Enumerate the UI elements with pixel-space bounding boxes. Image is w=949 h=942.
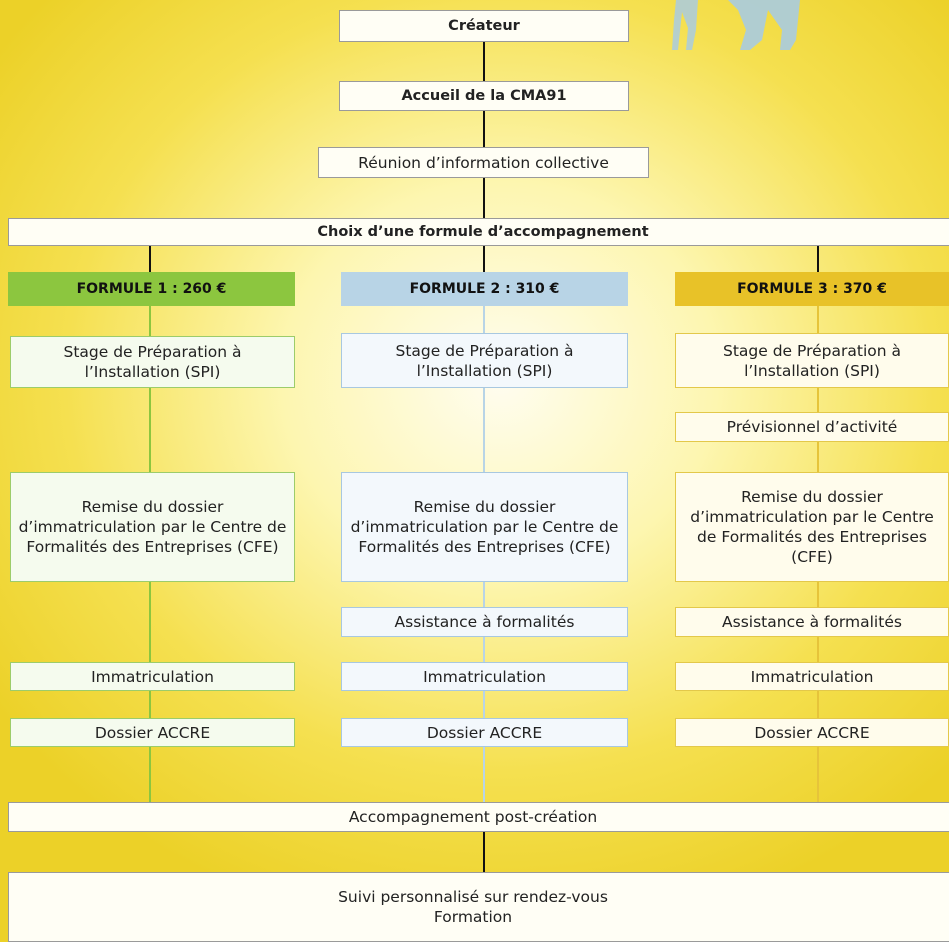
- formule2-header: FORMULE 2 : 310 €: [341, 272, 628, 306]
- formule1-header: FORMULE 1 : 260 €: [8, 272, 295, 306]
- formule2-immatriculation-label: Immatriculation: [423, 667, 546, 686]
- createur-label: Créateur: [448, 18, 520, 34]
- formule3-accre-label: Dossier ACCRE: [754, 723, 870, 742]
- choix-box: Choix d’une formule d’accompagnement: [8, 218, 949, 246]
- formule3-accre: Dossier ACCRE: [675, 718, 949, 747]
- formule3-previsionnel-label: Prévisionnel d’activité: [726, 418, 898, 436]
- formule2-accre-label: Dossier ACCRE: [426, 723, 543, 742]
- connector-accueil-reunion: [483, 111, 485, 147]
- suivi-line1: Suivi personnalisé sur rendez-vous: [338, 888, 608, 906]
- formule3-assistance: Assistance à formalités: [675, 607, 949, 637]
- formule1-header-label: FORMULE 1 : 260 €: [76, 281, 227, 297]
- formule2-spi-label: Stage de Préparation à l’Installation (S…: [395, 341, 574, 380]
- post-creation-label: Accompagnement post-création: [348, 808, 598, 826]
- formule1-immatriculation: Immatriculation: [10, 662, 295, 691]
- suivi-line2: Formation: [433, 908, 513, 926]
- formule1-spi-label: Stage de Préparation à l’Installation (S…: [63, 343, 242, 381]
- formule3-remise-label: Remise du dossier d’immatriculation par …: [690, 488, 934, 566]
- formule3-spi: Stage de Préparation à l’Installation (S…: [675, 333, 949, 388]
- formule2-header-label: FORMULE 2 : 310 €: [409, 281, 560, 297]
- formule2-remise-label: Remise du dossier d’immatriculation par …: [350, 498, 619, 556]
- formule2-immatriculation: Immatriculation: [341, 662, 628, 691]
- connector-post-suivi: [483, 832, 485, 872]
- formule1-accre: Dossier ACCRE: [10, 718, 295, 747]
- connector-createur-accueil: [483, 42, 485, 82]
- formule2-spi: Stage de Préparation à l’Installation (S…: [341, 333, 628, 388]
- formule3-remise: Remise du dossier d’immatriculation par …: [675, 472, 949, 582]
- connector-choix-formule1: [149, 246, 151, 272]
- formule3-previsionnel: Prévisionnel d’activité: [675, 412, 949, 442]
- people-illustration: [672, 0, 800, 50]
- reunion-label: Réunion d’information collective: [358, 153, 609, 172]
- formule2-assistance-label: Assistance à formalités: [394, 613, 575, 631]
- post-creation-box: Accompagnement post-création: [8, 802, 949, 832]
- accueil-label: Accueil de la CMA91: [401, 88, 567, 104]
- formule3-immatriculation-label: Immatriculation: [750, 667, 874, 686]
- formule3-spi-label: Stage de Préparation à l’Installation (S…: [723, 341, 901, 380]
- connector-reunion-choix: [483, 178, 485, 218]
- formule1-remise: Remise du dossier d’immatriculation par …: [10, 472, 295, 582]
- formule1-remise-label: Remise du dossier d’immatriculation par …: [18, 498, 287, 556]
- connector-choix-formule3: [817, 246, 819, 272]
- formule2-assistance: Assistance à formalités: [341, 607, 628, 637]
- reunion-box: Réunion d’information collective: [318, 147, 649, 178]
- formule3-immatriculation: Immatriculation: [675, 662, 949, 691]
- formule1-accre-label: Dossier ACCRE: [94, 723, 211, 742]
- formule3-header: FORMULE 3 : 370 €: [675, 272, 949, 306]
- formule2-remise: Remise du dossier d’immatriculation par …: [341, 472, 628, 582]
- formule1-immatriculation-label: Immatriculation: [91, 667, 214, 686]
- formule3-header-label: FORMULE 3 : 370 €: [737, 281, 887, 297]
- formule3-assistance-label: Assistance à formalités: [722, 613, 902, 631]
- connector-choix-formule2: [483, 246, 485, 272]
- formule1-spi: Stage de Préparation à l’Installation (S…: [10, 336, 295, 388]
- createur-box: Créateur: [339, 10, 629, 42]
- suivi-box: Suivi personnalisé sur rendez-vous Forma…: [8, 872, 949, 942]
- accueil-box: Accueil de la CMA91: [339, 81, 629, 111]
- choix-label: Choix d’une formule d’accompagnement: [317, 224, 649, 240]
- formule2-accre: Dossier ACCRE: [341, 718, 628, 747]
